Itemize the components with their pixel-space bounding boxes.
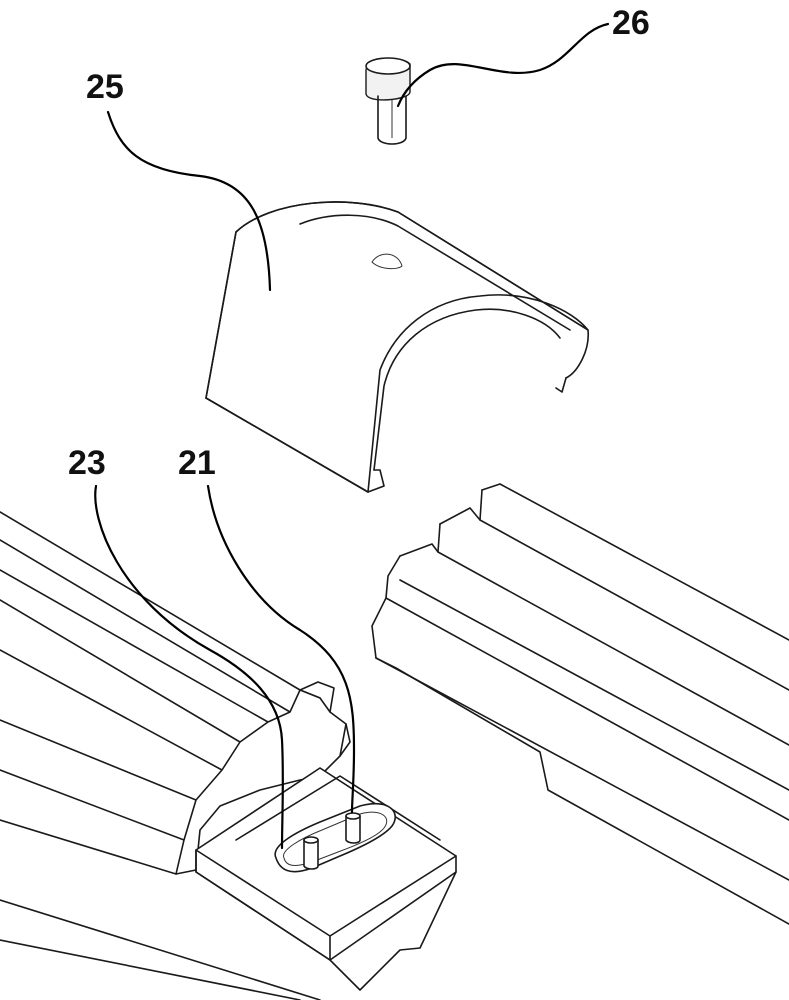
- screw-part: [366, 58, 410, 144]
- leader-line-23: [95, 486, 283, 848]
- part-label-21: 21: [178, 446, 216, 480]
- half-shell-cover: [206, 202, 588, 492]
- part-label-25: 25: [86, 70, 124, 104]
- part-label-26: 26: [612, 6, 650, 40]
- part-label-23: 23: [68, 446, 106, 480]
- leader-line-26: [398, 24, 608, 106]
